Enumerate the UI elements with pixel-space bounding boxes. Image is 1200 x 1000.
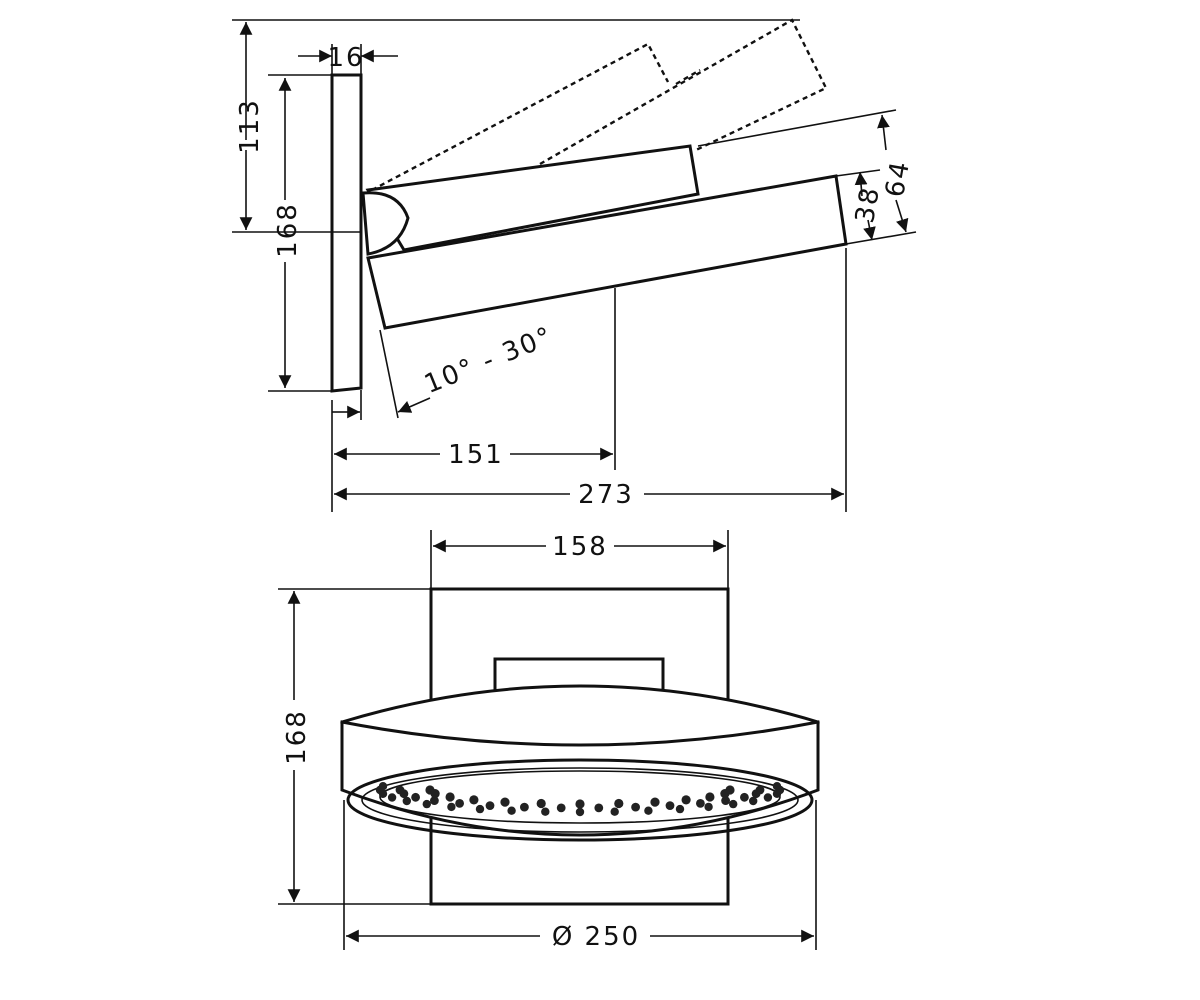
nozzle: [575, 799, 585, 809]
dim-label-158: 158: [552, 532, 608, 562]
nozzle: [740, 792, 749, 802]
shower-head-front: [340, 684, 820, 842]
nozzle: [395, 785, 405, 795]
dim-height-168-side: 168: [273, 78, 303, 388]
nozzle: [575, 807, 585, 817]
nozzle: [610, 807, 619, 816]
dim-label-273: 273: [578, 480, 634, 510]
nozzle: [402, 796, 411, 806]
nozzle: [447, 802, 456, 812]
shower-arm: [361, 144, 700, 256]
dim-width-158: 158: [433, 532, 726, 562]
dim-angle: 10° - 30°: [332, 321, 558, 419]
nozzle: [500, 797, 510, 807]
nozzle: [681, 795, 691, 805]
nozzle: [387, 793, 397, 802]
nozzle: [772, 789, 782, 798]
dim-height-113: 113: [235, 21, 265, 230]
nozzle: [475, 804, 485, 814]
nozzle: [411, 792, 420, 802]
dim-label-16: 16: [327, 43, 364, 73]
nozzle: [507, 806, 516, 815]
nozzle: [721, 796, 730, 805]
nozzle: [536, 798, 546, 809]
nozzle: [704, 802, 713, 812]
tilt-range-outline: [371, 18, 828, 192]
nozzle: [644, 806, 653, 815]
nozzle: [594, 803, 604, 813]
nozzle: [650, 797, 660, 807]
nozzle: [772, 782, 782, 791]
dim-reach-273: 273: [334, 480, 844, 510]
nozzle: [751, 789, 761, 799]
nozzle: [430, 796, 439, 805]
nozzle: [520, 802, 529, 812]
nozzle: [485, 801, 495, 810]
nozzle: [675, 804, 685, 814]
nozzle: [422, 799, 431, 809]
nozzle: [720, 789, 730, 799]
dim-head-64: 64: [877, 114, 916, 233]
nozzle: [556, 803, 566, 813]
dim-label-113: 113: [235, 98, 265, 154]
extension-lines-front: [278, 530, 817, 950]
wall-plate: [330, 73, 363, 393]
dim-head-38: 38: [850, 171, 886, 241]
nozzle: [455, 799, 464, 808]
dim-label-168-front: 168: [282, 709, 312, 765]
nozzle: [445, 792, 455, 802]
dim-height-168-front: 168: [282, 591, 312, 902]
nozzle: [614, 798, 624, 809]
nozzle: [631, 802, 640, 812]
nozzle: [749, 796, 758, 806]
dim-reach-151: 151: [334, 440, 613, 470]
dim-label-151: 151: [448, 440, 504, 470]
nozzle: [729, 799, 738, 809]
extension-lines: [232, 19, 917, 512]
dim-label-64: 64: [880, 158, 916, 200]
dim-label-168-side: 168: [273, 202, 303, 258]
nozzle: [541, 807, 550, 816]
dim-label-diameter-250: Ø 250: [552, 922, 640, 952]
nozzle: [469, 795, 479, 805]
dim-depth-16: 16: [298, 43, 398, 73]
dim-diameter-250: Ø 250: [346, 922, 814, 952]
nozzle: [705, 792, 715, 802]
dim-label-38: 38: [850, 184, 886, 226]
nozzle: [763, 793, 773, 802]
nozzle: [665, 801, 675, 810]
dim-label-angle: 10° - 30°: [420, 321, 557, 400]
nozzle: [378, 782, 388, 791]
nozzle: [696, 799, 705, 808]
nozzle: [425, 785, 435, 795]
side-view: 16 113 168 64 38: [232, 18, 917, 512]
front-view: 158 168 Ø 250: [278, 530, 820, 952]
nozzle-pattern: [375, 782, 785, 817]
